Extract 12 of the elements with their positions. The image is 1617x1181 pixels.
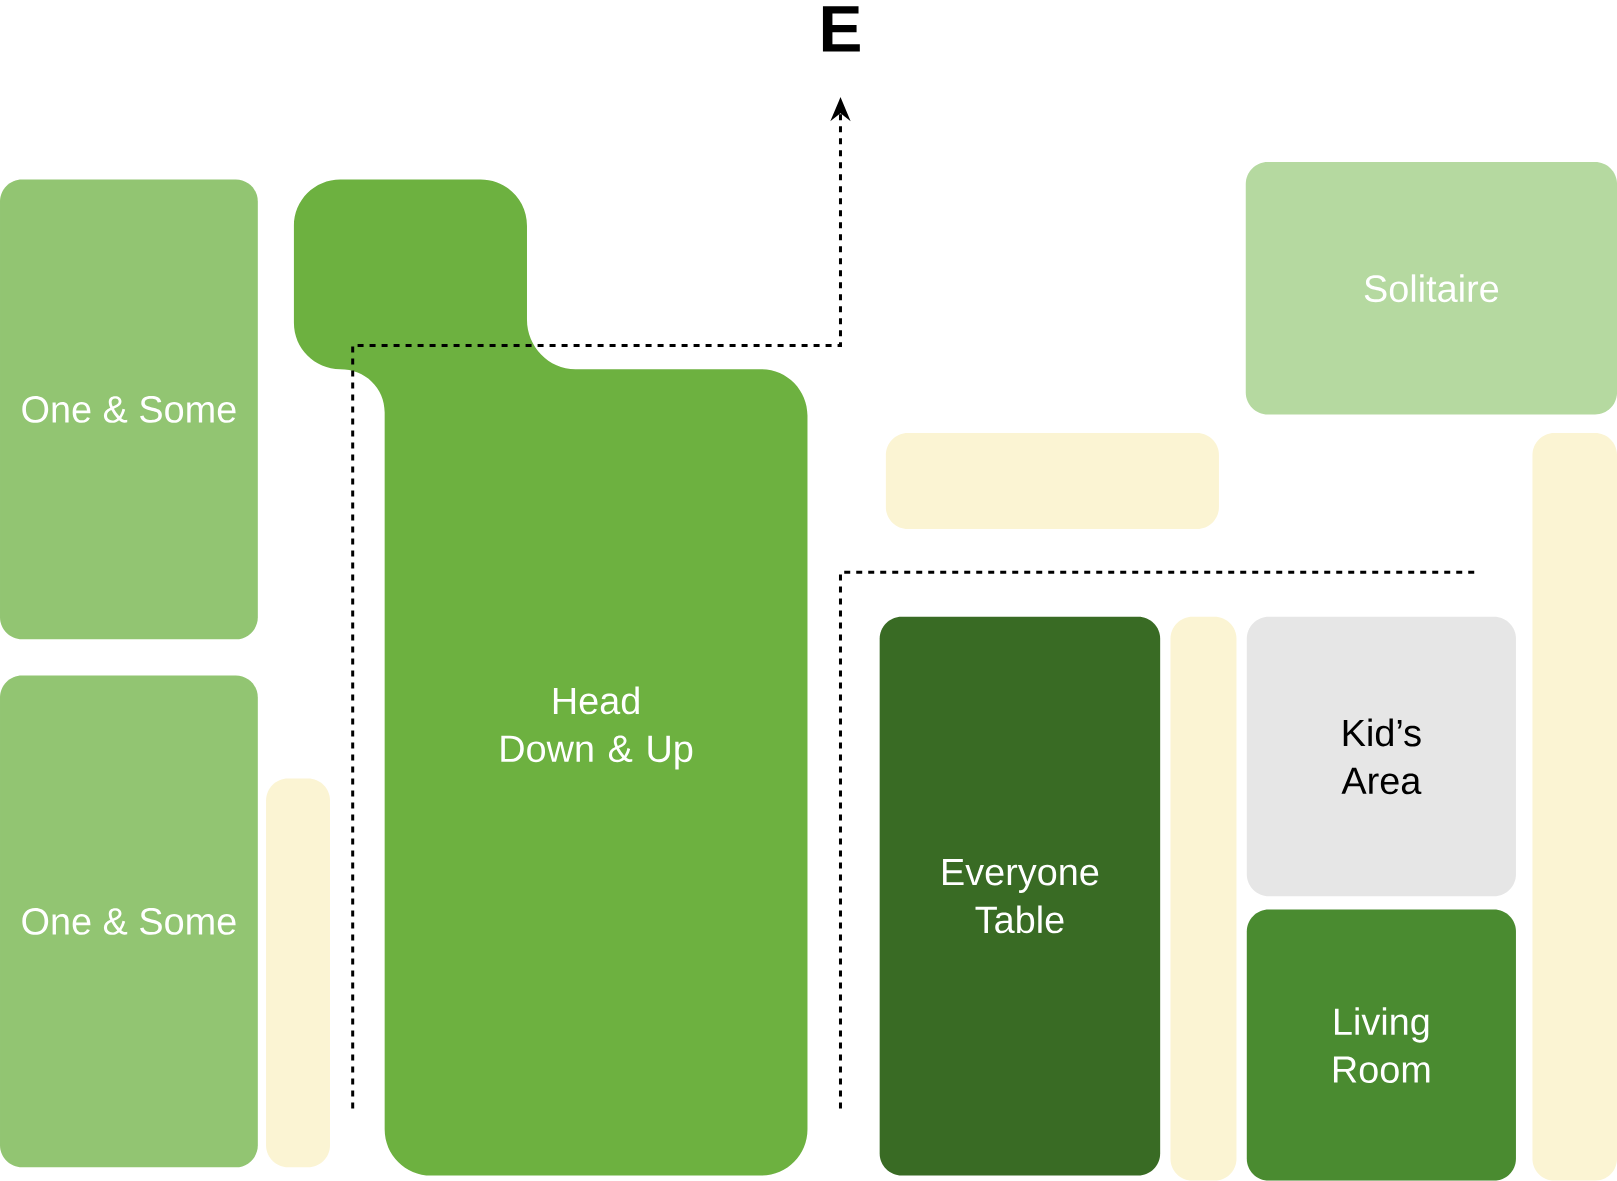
seating-area: Solitaire: [1245, 162, 1617, 415]
seating-area: Head Down & Up: [293, 179, 808, 1176]
seating-area: One & Some: [0, 179, 258, 640]
seating-area: Living Room: [1246, 909, 1516, 1181]
empty-area: [1532, 433, 1617, 1181]
empty-area: [885, 433, 1219, 530]
seating-area: Everyone Table: [879, 616, 1161, 1176]
direction-label: E: [822, 6, 860, 52]
seating-area: One & Some: [0, 675, 258, 1168]
empty-area: [1170, 616, 1237, 1181]
empty-area: [266, 778, 330, 1168]
seating-area: Kid’s Area: [1246, 616, 1516, 897]
